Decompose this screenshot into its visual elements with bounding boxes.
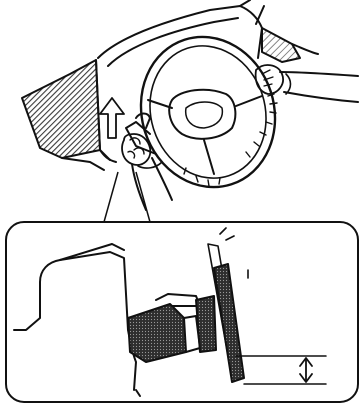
steering-spoke-left: [148, 100, 172, 108]
steering-spoke-bottom: [204, 140, 214, 174]
instrument-hood: [98, 6, 262, 58]
lever-arrow: [100, 98, 124, 138]
windshield-edge: [240, 0, 264, 24]
steering-spoke-right: [236, 96, 262, 106]
steering-wheel-rim-inner: [133, 31, 283, 194]
callout-left: [104, 172, 118, 222]
detail-hub: [196, 296, 216, 352]
right-cuff: [286, 74, 291, 94]
detail-view: [6, 222, 358, 402]
dashboard-lower-edge: [100, 150, 116, 162]
main-view: [22, 0, 358, 210]
motion-lines-right: [246, 94, 277, 157]
steering-hub-inner: [186, 102, 223, 128]
right-arm-sleeve: [280, 72, 358, 102]
dashboard-bottom-edge: [62, 158, 104, 170]
dashboard-left-panel: [22, 60, 100, 158]
callout-right: [136, 172, 150, 222]
instrument-hood-inner: [108, 18, 238, 66]
steering-hub: [169, 90, 235, 139]
callout-lines: [104, 172, 150, 222]
